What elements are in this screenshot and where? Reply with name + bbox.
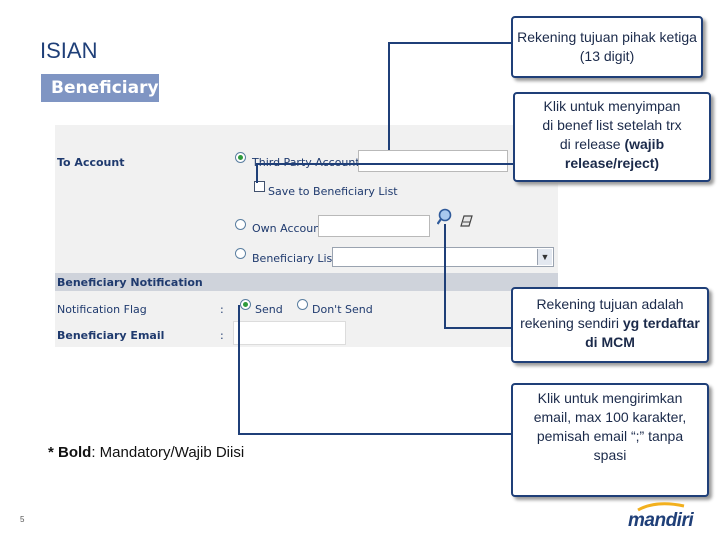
mandatory-note-bold: * Bold [48,444,92,461]
callout-save-bold: (wajib release/reject) [564,136,665,171]
callout-third-party: Rekening tujuan pihak ketiga (13 digit) [511,16,703,78]
dont-send-radio[interactable] [297,299,308,310]
notification-flag-colon: : [220,303,224,316]
connector-line [238,305,240,435]
beneficiary-email-colon: : [220,329,224,342]
mandatory-note: * Bold: Mandatory/Wajib Diisi [48,444,244,461]
to-account-label: To Account [57,156,125,169]
beneficiary-notification-header [55,273,558,291]
connector-line [256,163,258,183]
callout-third-party-text: Rekening tujuan pihak ketiga (13 digit) [517,29,697,64]
mandiri-logo: mandiri [628,510,694,531]
page-title: ISIAN [40,38,98,63]
connector-line [444,224,446,329]
callout-own-account: Rekening tujuan adalah rekening sendiri … [511,287,709,363]
beneficiary-list-radio[interactable] [235,248,246,259]
tab-beneficiary[interactable]: Beneficiary [41,74,159,102]
beneficiary-list-label: Beneficiary List [252,252,337,265]
connector-line [444,327,514,329]
connector-line [256,163,514,165]
mandatory-note-text: : Mandatory/Wajib Diisi [91,444,245,461]
third-party-label: Third Party Account No. [252,156,381,169]
callout-send-email: Klik untuk mengirimkan email, max 100 ka… [511,383,709,497]
third-party-account-input[interactable] [358,150,508,172]
mandiri-logo-wave-icon [637,502,685,512]
beneficiary-list-select[interactable]: ▼ [332,247,554,267]
callout-save-line2: di benef list setelah trx [542,117,682,133]
own-account-radio[interactable] [235,219,246,230]
connector-line [388,42,390,150]
callout-save-beneficiary: Klik untuk menyimpan di benef list setel… [513,92,711,182]
notification-flag-label: Notification Flag [57,303,147,316]
search-icon[interactable] [436,208,455,226]
dont-send-label: Don't Send [312,303,373,316]
callout-save-line1: Klik untuk menyimpan [543,98,681,114]
save-beneficiary-checkbox[interactable] [254,181,265,192]
page-number: 5 [20,515,25,524]
connector-line [238,433,514,435]
third-party-radio[interactable] [235,152,246,163]
callout-own-line1: Rekening tujuan adalah [536,296,684,312]
send-radio[interactable] [240,299,251,310]
callout-save-line3: di release [559,136,621,152]
send-label: Send [255,303,283,316]
own-account-label: Own Account [252,222,325,235]
connector-line [388,42,512,44]
chevron-down-icon[interactable]: ▼ [537,249,552,265]
save-beneficiary-label: Save to Beneficiary List [268,185,398,198]
beneficiary-email-label: Beneficiary Email [57,329,165,342]
own-account-input[interactable] [318,215,430,237]
beneficiary-notification-title: Beneficiary Notification [57,276,203,289]
callout-own-line2: rekening sendiri [520,315,619,331]
eraser-icon[interactable] [459,214,475,228]
callout-own-bold: yg terdaftar di MCM [585,315,700,350]
callout-send-email-text: Klik untuk mengirimkan email, max 100 ka… [533,390,687,463]
beneficiary-email-input[interactable] [233,321,346,345]
